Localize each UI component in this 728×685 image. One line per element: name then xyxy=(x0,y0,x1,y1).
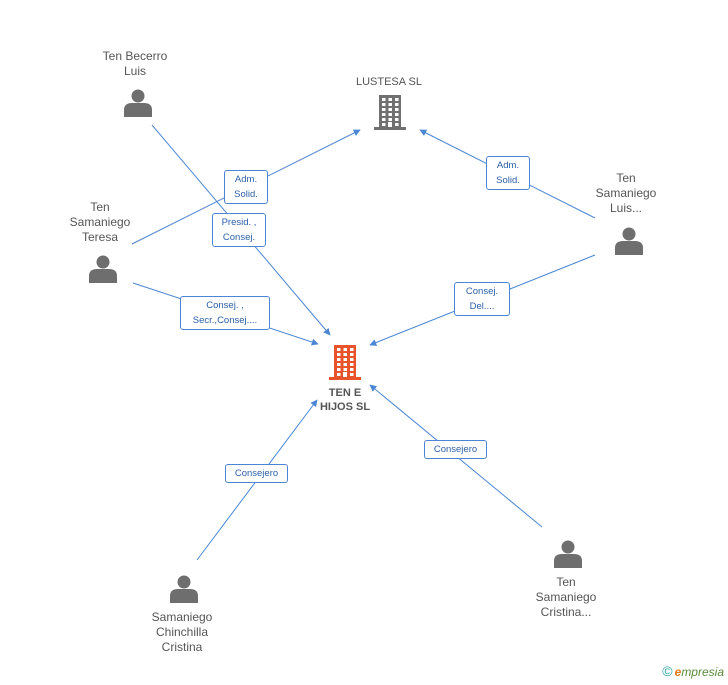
edge-label-samaniego_chinchilla-to-ten_e_hijos[interactable]: Consejero xyxy=(225,464,288,483)
edge-label-ten_samaniego_luis-to-ten_e_hijos[interactable]: Consej. Del.... xyxy=(454,282,510,316)
person-icon[interactable] xyxy=(124,89,152,118)
node-label-ten-samaniego-cristina[interactable]: Ten Samaniego Cristina... xyxy=(535,575,597,619)
copyright-symbol: © xyxy=(662,663,673,679)
edge-label-ten_becerro_luis-to-ten_e_hijos[interactable]: Presid. , Consej. xyxy=(212,213,266,247)
brand-e: e xyxy=(674,665,682,679)
person-icon[interactable] xyxy=(170,575,198,604)
building-icon[interactable] xyxy=(329,345,361,380)
empresia-watermark: ©empresia xyxy=(662,663,724,679)
node-label-lustesa[interactable]: LUSTESA SL xyxy=(355,76,423,88)
edge-label-ten_samaniego_luis-to-lustesa[interactable]: Adm. Solid. xyxy=(486,156,530,190)
node-label-ten-e-hijos[interactable]: TEN E HIJOS SL xyxy=(319,387,371,413)
brand-rest: mpresia xyxy=(681,665,724,679)
node-label-samaniego-chinchilla[interactable]: Samaniego Chinchilla Cristina xyxy=(151,610,213,654)
node-label-ten-samaniego-teresa[interactable]: Ten Samaniego Teresa xyxy=(69,200,131,244)
person-icon[interactable] xyxy=(615,227,643,256)
person-icon[interactable] xyxy=(89,255,117,284)
node-label-ten-samaniego-luis[interactable]: Ten Samaniego Luis... xyxy=(595,171,657,215)
edge-label-ten_samaniego_teresa-to-ten_e_hijos[interactable]: Consej. , Secr.,Consej.... xyxy=(180,296,270,330)
building-icon[interactable] xyxy=(374,95,406,130)
person-icon[interactable] xyxy=(554,540,582,569)
edge-label-ten_samaniego_teresa-to-lustesa[interactable]: Adm. Solid. xyxy=(224,170,268,204)
edge-label-ten_samaniego_cristina-to-ten_e_hijos[interactable]: Consejero xyxy=(424,440,487,459)
node-label-ten-becerro-luis[interactable]: Ten Becerro Luis xyxy=(102,49,168,78)
